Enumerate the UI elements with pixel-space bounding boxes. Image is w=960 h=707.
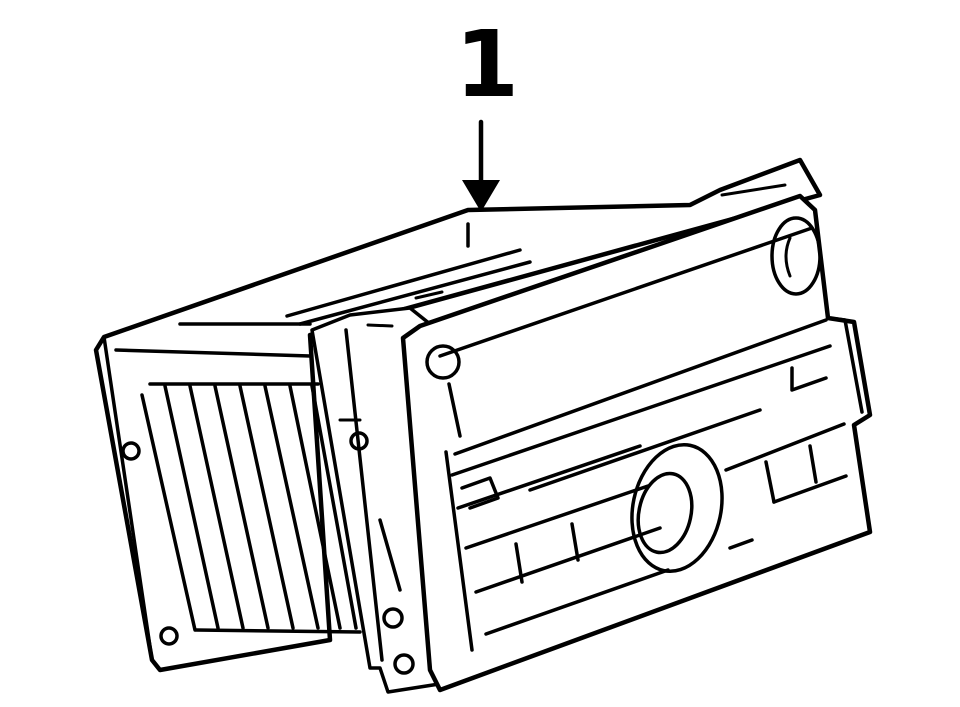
eject-button-icon (790, 366, 828, 392)
panel-row-line (724, 422, 846, 472)
panel-row-line (728, 538, 754, 550)
callout: 1 (455, 11, 519, 212)
housing-slot-lower (298, 260, 532, 326)
display-bottom-line (453, 318, 828, 456)
tune-knob-highlight (784, 236, 792, 278)
preset-button-icon (460, 476, 500, 510)
panel-row-line (772, 474, 848, 504)
housing-outline (93, 157, 823, 673)
housing-rim-line (114, 348, 312, 358)
mount-hole (121, 441, 141, 461)
bracket-edge (344, 328, 384, 662)
button-divider (514, 542, 524, 584)
panel-row-line (450, 344, 832, 477)
button-divider (570, 522, 580, 562)
cooling-fins (140, 382, 362, 634)
housing-slot-upper (285, 248, 522, 318)
mount-hole (159, 626, 179, 646)
panel-row-line (484, 568, 670, 636)
panel-row-line (528, 408, 762, 492)
arrow-head-icon (462, 180, 500, 212)
housing-left-edge (102, 335, 154, 662)
tune-knob-icon (770, 216, 822, 296)
side-tab (826, 316, 864, 414)
housing-tab-line (720, 183, 787, 197)
callout-number: 1 (455, 11, 519, 118)
mount-hole (393, 653, 415, 675)
faceplate-top-line (438, 226, 814, 358)
panel-row-line (456, 444, 642, 510)
mount-hole (349, 431, 369, 451)
knob-stem (447, 382, 462, 438)
rear-housing (93, 157, 823, 673)
volume-knob-inner-icon (636, 471, 694, 555)
faceplate-inner-left (444, 450, 474, 652)
panel-row-line (474, 526, 662, 594)
volume-knob-outer-icon (630, 442, 724, 574)
power-knob-icon (425, 344, 461, 380)
panel-row-line (464, 484, 650, 550)
button-divider (764, 460, 776, 504)
radio-head-unit-icon (93, 157, 873, 694)
button-divider (808, 444, 818, 484)
bracket-slot (378, 518, 402, 592)
mount-hole (382, 607, 404, 629)
faceplate (400, 193, 873, 693)
